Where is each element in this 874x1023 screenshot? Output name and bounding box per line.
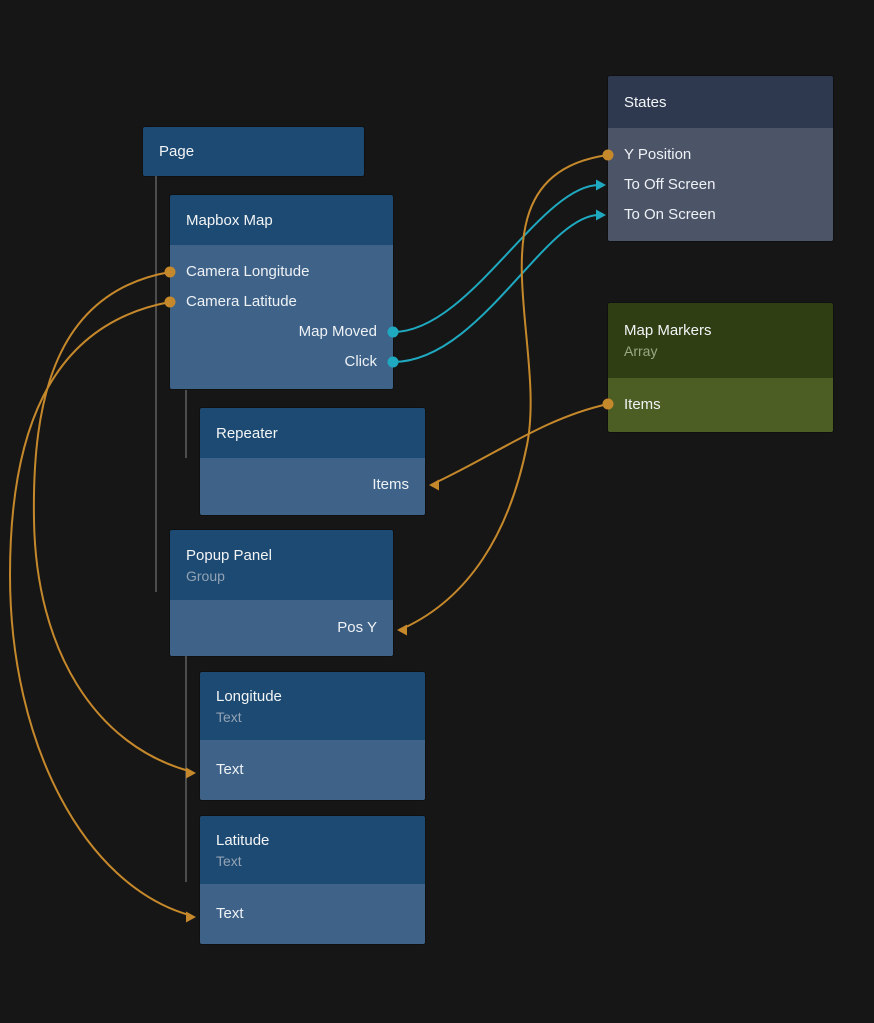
node-popup-panel-title: Popup Panel — [186, 546, 272, 564]
port-camera-latitude[interactable]: Camera Latitude — [186, 293, 297, 310]
port-map-moved[interactable]: Map Moved — [298, 323, 377, 340]
port-map-markers-items[interactable]: Items — [624, 396, 661, 413]
port-repeater-items[interactable]: Items — [372, 476, 409, 493]
port-y-position[interactable]: Y Position — [624, 146, 692, 163]
node-popup-panel-subtitle: Group — [186, 567, 225, 584]
node-longitude-title: Longitude — [216, 687, 282, 705]
node-map-markers[interactable]: Map Markers Array Items — [608, 303, 833, 432]
arrowhead-pos-y — [397, 624, 407, 636]
arrowhead-to-off-screen — [596, 179, 606, 191]
arrowhead-longitude-text — [186, 767, 196, 779]
node-page[interactable]: Page — [143, 127, 364, 176]
port-to-on-screen[interactable]: To On Screen — [624, 206, 716, 223]
arrowhead-latitude-text — [186, 911, 196, 923]
node-mapbox-map[interactable]: Mapbox Map Camera Longitude Camera Latit… — [170, 195, 393, 389]
node-map-markers-subtitle: Array — [624, 343, 658, 359]
node-mapbox-map-title: Mapbox Map — [186, 211, 273, 229]
port-click[interactable]: Click — [344, 353, 378, 370]
port-camera-longitude[interactable]: Camera Longitude — [186, 263, 310, 280]
connection-camera-latitude-text[interactable] — [8, 301, 190, 916]
connection-click-to-on-screen[interactable] — [392, 214, 600, 363]
arrowhead-to-on-screen — [596, 209, 606, 221]
node-map-markers-title: Map Markers — [624, 322, 712, 339]
connection-items-items[interactable] — [436, 403, 609, 483]
arrowhead-repeater-items — [429, 479, 439, 491]
node-popup-panel[interactable]: Popup Panel Group Pos Y — [170, 530, 393, 656]
port-latitude-text[interactable]: Text — [216, 905, 244, 922]
port-pos-y[interactable]: Pos Y — [337, 619, 377, 636]
connection-map-moved-to-off-screen[interactable] — [392, 184, 600, 333]
connection-camera-longitude-text[interactable] — [32, 271, 190, 772]
node-longitude[interactable]: Longitude Text Text — [200, 672, 425, 800]
node-latitude[interactable]: Latitude Text Text — [200, 816, 425, 944]
node-repeater-title: Repeater — [216, 424, 278, 442]
node-longitude-subtitle: Text — [216, 708, 242, 725]
node-repeater[interactable]: Repeater Items — [200, 408, 425, 515]
node-states-title: States — [624, 93, 667, 111]
node-latitude-subtitle: Text — [216, 852, 242, 869]
port-longitude-text[interactable]: Text — [216, 761, 244, 778]
connection-y-position-pos-y[interactable] — [403, 154, 609, 629]
node-states[interactable]: States Y Position To Off Screen To On Sc… — [608, 76, 833, 241]
node-page-title: Page — [159, 143, 195, 160]
port-to-off-screen[interactable]: To Off Screen — [624, 176, 716, 193]
node-latitude-title: Latitude — [216, 831, 270, 849]
